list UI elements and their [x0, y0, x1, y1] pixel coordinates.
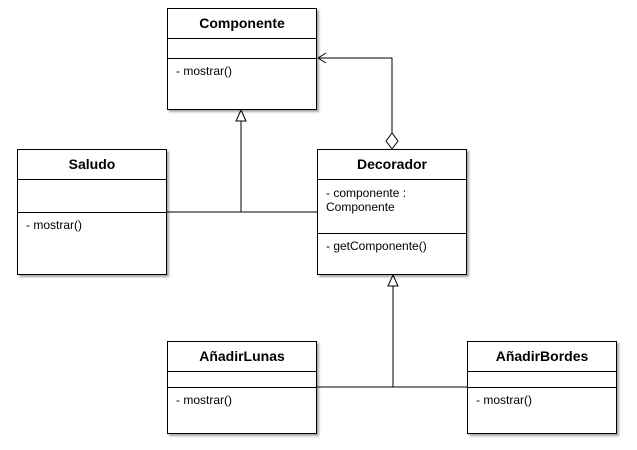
class-attributes	[168, 39, 316, 59]
class-name: Componente	[168, 9, 316, 39]
class-name: Saludo	[18, 150, 166, 180]
class-operations: - mostrar()	[18, 213, 166, 237]
class-decorador[interactable]: Decorador - componente : Componente - ge…	[317, 149, 467, 275]
class-attributes: - componente : Componente	[318, 180, 466, 234]
operation: - mostrar()	[176, 393, 232, 407]
aggregation-diamond	[385, 132, 399, 150]
class-componente[interactable]: Componente - mostrar()	[167, 8, 317, 110]
class-operations: - mostrar()	[468, 388, 616, 412]
class-name: AñadirLunas	[168, 342, 316, 372]
class-name: Decorador	[318, 150, 466, 180]
inheritance-arrow-componente	[235, 108, 247, 122]
operation: - mostrar()	[26, 218, 82, 232]
class-attributes	[18, 180, 166, 213]
class-attributes	[168, 372, 316, 388]
attribute: Componente	[326, 200, 395, 214]
class-operations: - getComponente()	[318, 234, 466, 258]
class-operations: - mostrar()	[168, 388, 316, 412]
operation: - mostrar()	[476, 393, 532, 407]
operation: - mostrar()	[176, 64, 232, 78]
operation: - getComponente()	[326, 239, 427, 253]
attribute: - componente :	[326, 186, 407, 200]
class-operations: - mostrar()	[168, 59, 316, 83]
class-attributes	[468, 372, 616, 388]
aggregation-line	[318, 57, 393, 133]
class-anadir-bordes[interactable]: AñadirBordes - mostrar()	[467, 341, 617, 434]
inheritance-line-saludo	[167, 121, 242, 213]
class-saludo[interactable]: Saludo - mostrar()	[17, 149, 167, 275]
class-name: AñadirBordes	[468, 342, 616, 372]
aggregation-arrowhead	[317, 52, 327, 64]
inheritance-line-anadir-lunas	[317, 286, 394, 388]
class-anadir-lunas[interactable]: AñadirLunas - mostrar()	[167, 341, 317, 434]
inheritance-arrow-decorador	[387, 273, 399, 287]
